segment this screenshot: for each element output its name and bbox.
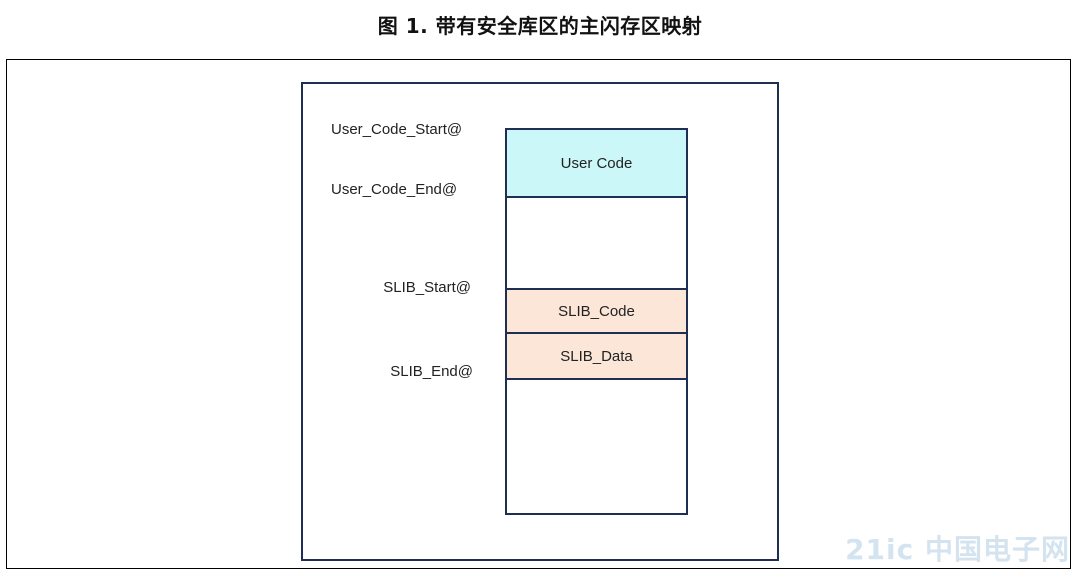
slib-data-label: SLIB_Data	[560, 347, 633, 365]
slib-code-region: SLIB_Code	[507, 288, 686, 334]
watermark-logo: 21ic 中国电子网	[845, 533, 1070, 566]
flash-memory-map: User Code SLIB_Code SLIB_Data	[505, 128, 688, 515]
figure-title: 图 1. 带有安全库区的主闪存区映射	[377, 14, 703, 38]
user-code-start-label: User_Code_Start@	[331, 121, 463, 138]
user-code-end-label: User_Code_End@	[331, 181, 458, 198]
user-code-label: User Code	[560, 154, 633, 172]
user-code-region: User Code	[507, 130, 686, 198]
flash-memory-frame	[301, 82, 779, 561]
slib-start-label: SLIB_Start@	[383, 279, 471, 296]
outer-frame	[6, 59, 1071, 569]
slib-code-label: SLIB_Code	[558, 302, 635, 320]
slib-end-label: SLIB_End@	[390, 363, 473, 380]
slib-data-region: SLIB_Data	[507, 334, 686, 380]
